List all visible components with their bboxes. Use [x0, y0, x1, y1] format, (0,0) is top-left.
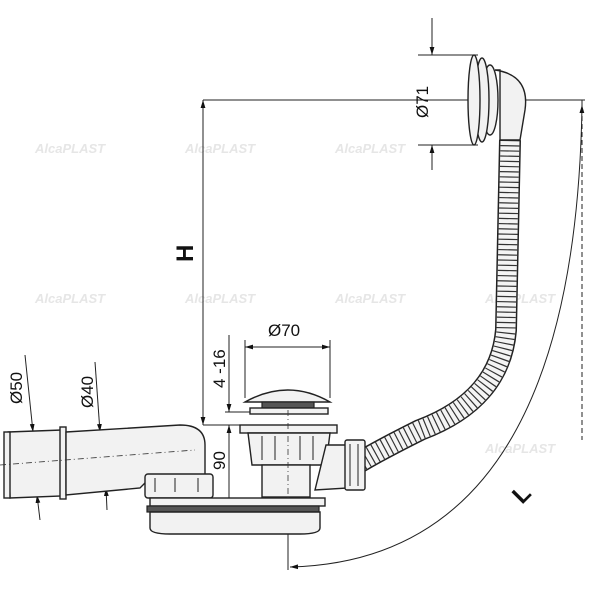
dim-trap-height: 90: [210, 451, 229, 470]
dim-adjust-range: 4 -16: [210, 349, 229, 388]
overflow-head: [467, 54, 527, 146]
watermark: AlcaPLAST: [184, 291, 256, 306]
dim-outlet-inner-diameter: Ø40: [78, 376, 97, 408]
watermark: AlcaPLAST: [184, 141, 256, 156]
watermark: AlcaPLAST: [484, 291, 556, 306]
dim-outlet-outer-diameter: Ø50: [7, 372, 26, 404]
drain-plug: [239, 389, 349, 498]
dim-overflow-diameter: Ø71: [413, 86, 432, 118]
watermark: AlcaPLAST: [334, 291, 406, 306]
watermark: AlcaPLAST: [34, 141, 106, 156]
flexible-hose: [344, 139, 521, 491]
watermark: AlcaPLAST: [34, 291, 106, 306]
dim-length: L: [507, 480, 536, 509]
dimension-lines: [24, 18, 585, 570]
watermark: AlcaPLAST: [484, 441, 556, 456]
dim-drain-diameter: Ø70: [268, 321, 300, 340]
trap-body: [144, 473, 326, 535]
dim-height: H: [172, 245, 199, 262]
watermark: AlcaPLAST: [334, 141, 406, 156]
